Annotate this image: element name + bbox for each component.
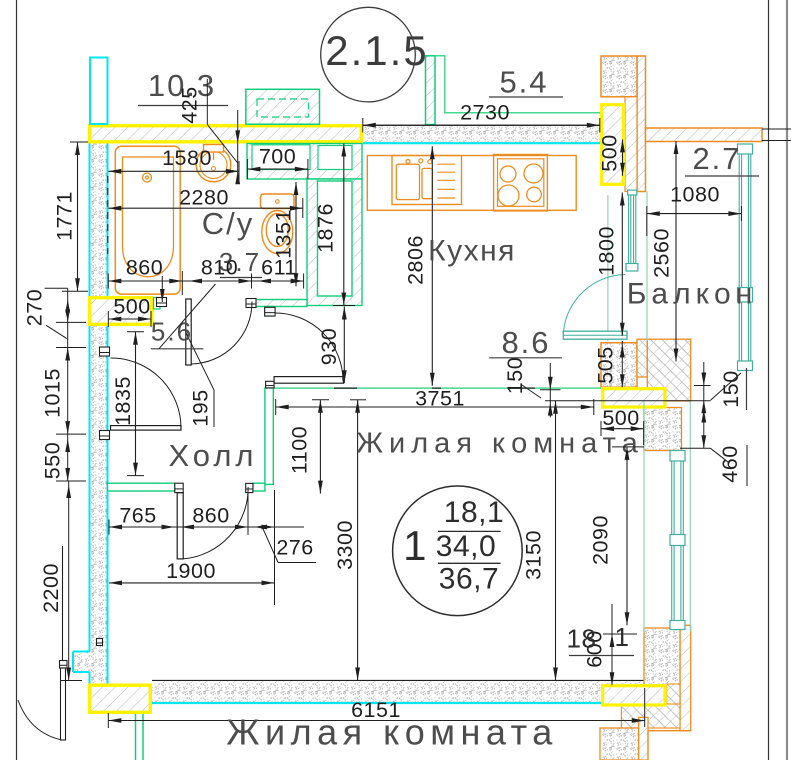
- svg-text:Холл: Холл: [168, 438, 257, 473]
- svg-text:700: 700: [259, 145, 296, 169]
- svg-text:505: 505: [594, 346, 618, 383]
- svg-text:276: 276: [276, 536, 313, 560]
- svg-text:Балкон: Балкон: [627, 277, 758, 310]
- svg-text:860: 860: [192, 504, 229, 528]
- svg-text:Кухня: Кухня: [428, 234, 516, 267]
- svg-text:150: 150: [503, 357, 527, 394]
- svg-text:1015: 1015: [41, 368, 65, 418]
- svg-text:860: 860: [126, 256, 163, 280]
- svg-text:425: 425: [178, 86, 202, 123]
- svg-text:500: 500: [598, 134, 622, 171]
- svg-text:1100: 1100: [288, 426, 312, 474]
- svg-text:2.7: 2.7: [692, 141, 741, 176]
- svg-text:36,7: 36,7: [439, 562, 499, 595]
- svg-text:Жилая комната: Жилая комната: [356, 428, 643, 460]
- svg-text:2730: 2730: [460, 101, 510, 125]
- svg-text:3300: 3300: [333, 520, 357, 570]
- svg-text:930: 930: [317, 328, 341, 365]
- svg-text:1771: 1771: [53, 191, 77, 241]
- svg-text:611: 611: [261, 256, 297, 280]
- svg-text:2090: 2090: [589, 515, 613, 565]
- svg-text:500: 500: [602, 406, 639, 430]
- svg-text:3150: 3150: [522, 530, 546, 580]
- svg-text:1900: 1900: [166, 559, 216, 583]
- svg-text:2200: 2200: [39, 563, 63, 613]
- svg-text:1800: 1800: [595, 226, 619, 276]
- svg-text:1: 1: [615, 622, 630, 652]
- svg-text:34,0: 34,0: [436, 530, 496, 563]
- svg-text:18: 18: [567, 623, 597, 653]
- svg-text:810: 810: [201, 256, 238, 280]
- svg-text:6151: 6151: [351, 698, 401, 722]
- svg-text:500: 500: [113, 295, 150, 319]
- svg-text:1876: 1876: [314, 203, 338, 253]
- svg-text:2806: 2806: [404, 235, 428, 285]
- svg-text:270: 270: [23, 289, 47, 326]
- svg-text:765: 765: [119, 504, 156, 528]
- svg-text:10.3: 10.3: [148, 68, 216, 103]
- svg-text:600: 600: [583, 630, 607, 667]
- svg-text:2560: 2560: [650, 228, 674, 278]
- svg-text:1835: 1835: [111, 376, 135, 426]
- svg-text:460: 460: [718, 445, 742, 482]
- svg-text:С/у: С/у: [202, 206, 255, 241]
- svg-text:2.1.5: 2.1.5: [325, 27, 428, 74]
- svg-text:1351: 1351: [272, 209, 296, 259]
- svg-text:1: 1: [403, 522, 427, 569]
- svg-text:550: 550: [41, 442, 65, 479]
- svg-text:5.4: 5.4: [499, 65, 548, 100]
- svg-text:8.6: 8.6: [501, 325, 550, 360]
- svg-text:1580: 1580: [162, 146, 212, 170]
- svg-text:3.7: 3.7: [219, 247, 261, 277]
- svg-text:195: 195: [189, 389, 213, 426]
- svg-text:1080: 1080: [670, 183, 720, 207]
- svg-text:5.6: 5.6: [151, 316, 193, 346]
- svg-text:Жилая комната: Жилая комната: [226, 712, 558, 753]
- svg-text:18,1: 18,1: [444, 496, 504, 529]
- svg-text:2280: 2280: [179, 186, 229, 210]
